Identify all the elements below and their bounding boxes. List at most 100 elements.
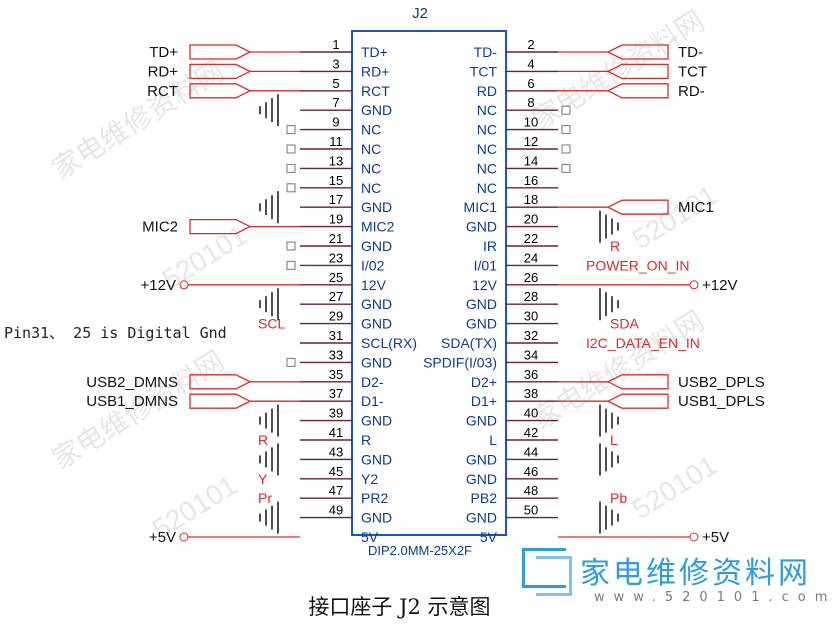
pin-name: NC	[477, 102, 497, 118]
net-label-layer: TD+RD+RCTMIC2+12VUSB2_DMNSUSB1_DMNS+5VTD…	[86, 44, 764, 546]
pin-name: GND	[466, 471, 497, 487]
logo-frame-icon	[522, 548, 566, 588]
watermark-text: 家电维修资料网	[47, 55, 230, 185]
pin-name: NC	[477, 141, 497, 157]
ground-symbol	[599, 404, 619, 437]
signal-label: L	[610, 432, 618, 448]
pin-number: 18	[524, 192, 538, 207]
pin-name: D1-	[361, 393, 384, 409]
pin-number: 5	[332, 76, 339, 91]
logo-url: www.520101.com	[594, 590, 836, 605]
net-label: RD-	[678, 83, 705, 100]
pin-name: GND	[361, 354, 392, 370]
pin-name: D2-	[361, 374, 384, 390]
pin-number: 14	[524, 153, 538, 168]
ground-symbol	[259, 191, 279, 224]
pin-name: L	[489, 432, 497, 448]
signal-label: R	[610, 238, 620, 254]
net-port	[189, 63, 252, 80]
pin-number: 28	[524, 289, 538, 304]
power-label: +5V	[149, 529, 176, 546]
net-port	[189, 374, 252, 390]
pin-name: PB2	[471, 490, 498, 506]
pin-number: 30	[524, 309, 538, 324]
power-terminal	[179, 532, 189, 542]
pin-name: 12V	[472, 277, 498, 293]
pin-name: SDA(TX)	[441, 335, 497, 351]
ground-symbol	[259, 501, 279, 534]
net-port	[189, 393, 252, 409]
pin-name: NC	[361, 180, 381, 196]
power-terminal	[179, 280, 189, 290]
pin-name: GND	[466, 451, 497, 467]
pin-number: 13	[329, 153, 343, 168]
digital-gnd-note: Pin31、 25 is Digital Gnd	[4, 324, 227, 342]
nc-terminal	[286, 260, 296, 270]
signal-label: SCL	[258, 316, 285, 332]
ground-symbol	[259, 443, 279, 476]
ground-symbol	[259, 404, 279, 437]
net-label: TCT	[678, 63, 707, 80]
nc-terminal	[286, 241, 296, 251]
net-port	[606, 63, 669, 80]
net-label: USB1_DPLS	[678, 393, 765, 410]
power-label: +12V	[141, 277, 176, 294]
pin-name: Y2	[361, 471, 378, 487]
pin-name: GND	[361, 510, 392, 526]
site-logo: 家电维修资料网 www.520101.com	[522, 548, 827, 612]
pin-number: 46	[524, 464, 538, 479]
net-port	[189, 44, 252, 60]
nc-terminal	[286, 357, 296, 367]
pin-number: 16	[524, 173, 538, 188]
watermark-text: 520101	[627, 179, 723, 255]
pin-number: 49	[329, 503, 343, 518]
pin-name: GND	[361, 296, 392, 312]
pin-number: 40	[524, 406, 538, 421]
connector-body	[351, 30, 507, 536]
pin-number: 21	[329, 231, 343, 246]
nc-terminal	[561, 163, 571, 173]
pin-name: SPDIF(I/03)	[423, 354, 497, 370]
net-port	[606, 44, 669, 60]
ground-symbol	[599, 288, 619, 321]
pin-name: GND	[466, 219, 497, 235]
ground-symbol	[599, 210, 619, 243]
pin-name: NC	[361, 141, 381, 157]
net-label: USB2_DPLS	[678, 374, 765, 391]
net-label: TD+	[149, 44, 178, 61]
pin-number: 20	[524, 212, 538, 227]
signal-label: Pb	[610, 490, 627, 506]
net-port	[606, 83, 669, 99]
net-port	[606, 374, 669, 390]
pin-number: 3	[332, 56, 339, 71]
net-label: MIC2	[142, 219, 178, 236]
pin-name: D2+	[471, 374, 497, 390]
pin-number: 24	[524, 250, 538, 265]
power-label: +12V	[702, 277, 737, 294]
pin-number: 44	[524, 444, 538, 459]
pin-name: I/02	[361, 257, 385, 273]
logo-text: 家电维修资料网	[580, 556, 811, 591]
nc-terminal	[286, 163, 296, 173]
pin-number: 32	[524, 328, 538, 343]
net-port	[606, 393, 669, 409]
pin-number: 31	[329, 328, 343, 343]
ground-symbol	[599, 443, 619, 476]
pin-number: 9	[332, 115, 339, 130]
nc-terminal	[561, 105, 571, 115]
net-label: RCT	[147, 83, 178, 100]
pin-name: I/01	[474, 257, 498, 273]
pin-name: IR	[483, 238, 497, 254]
pin-number: 38	[524, 386, 538, 401]
pin-name: NC	[361, 160, 381, 176]
signal-label: POWER_ON_IN	[586, 257, 689, 273]
pin-name: NC	[477, 180, 497, 196]
pin-name: PR2	[361, 490, 388, 506]
figure-caption: 接口座子 J2 示意图	[308, 595, 491, 619]
pin-number: 36	[524, 367, 538, 382]
net-label: USB1_DMNS	[86, 393, 178, 410]
pin-number: 47	[329, 483, 343, 498]
wire-layer	[259, 51, 619, 534]
pin-name: TD+	[361, 44, 388, 60]
